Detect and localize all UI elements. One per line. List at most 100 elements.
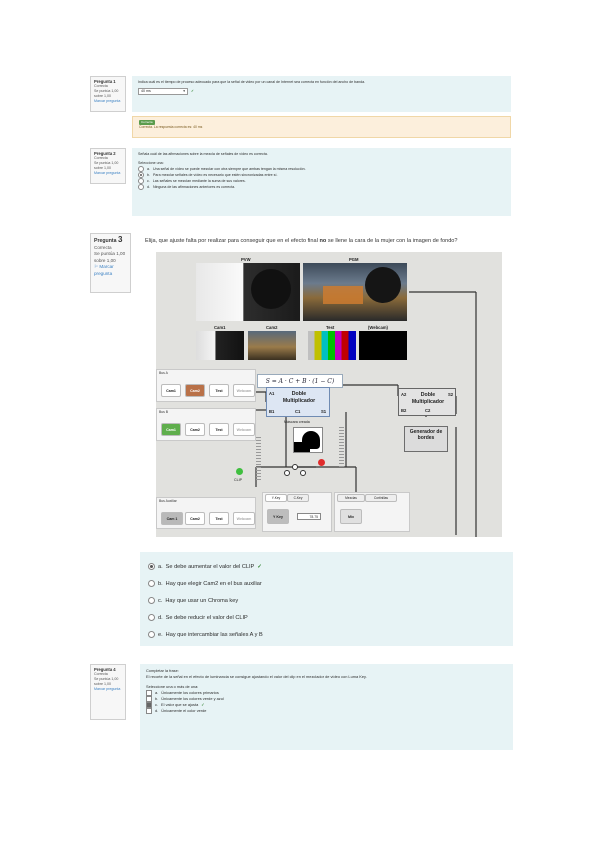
option-checkbox[interactable] — [146, 701, 152, 708]
option-letter: c. — [147, 178, 150, 183]
question-info-3: Pregunta 3 Correcta Se puntúa 1,00 sobre… — [90, 233, 131, 293]
clip-label: CLIP — [234, 478, 242, 482]
option-text: Ninguna de las afirmaciones anteriores e… — [153, 184, 236, 189]
clip-ruler-right[interactable] — [339, 427, 344, 467]
option-text: Únicamente el color verde — [161, 707, 207, 713]
question-number: Pregunta 2 — [94, 151, 116, 156]
answer-option[interactable]: c.Hay que usar un Chroma key — [148, 592, 505, 609]
flag-question-link[interactable]: Marcar pregunta — [94, 171, 121, 175]
correct-check-icon: ✓ — [191, 89, 195, 93]
bus-a-cam2-button[interactable]: Cam2 — [185, 384, 205, 397]
option-radio[interactable] — [148, 631, 155, 638]
option-radio[interactable] — [148, 597, 155, 604]
webcam-label: (Webcam) — [368, 325, 388, 330]
input-a1: A1 — [269, 391, 275, 396]
flag-question-link[interactable]: Marcar pregunta — [94, 99, 121, 103]
bus-b-webcam-button[interactable]: Webcam — [233, 423, 255, 436]
option-letter: d. — [155, 707, 159, 713]
flag-question-link[interactable]: Marcar pregunta — [94, 687, 121, 691]
option-text: Para mezclar señales de vídeo es necesar… — [153, 172, 278, 177]
pgm-monitor — [303, 263, 407, 321]
correct-badge: Correcta — [139, 120, 155, 125]
y-key-button[interactable]: Y Key — [267, 509, 289, 524]
mix-button[interactable]: Mix — [340, 509, 362, 524]
option-checkbox[interactable] — [146, 695, 152, 702]
answer-option[interactable]: c.Las señales se mezclan mediante la sum… — [138, 178, 505, 184]
tab-c-key[interactable]: C-Key — [287, 494, 309, 502]
output-s1: S1 — [321, 409, 327, 414]
tab-y-key[interactable]: Y-Key — [265, 494, 287, 502]
answer-option[interactable]: c.El valor que se ajusta✓ — [146, 701, 507, 708]
option-radio[interactable] — [148, 580, 155, 587]
cam1-label: Cam1 — [214, 325, 226, 330]
question-status: Correcta — [94, 244, 112, 250]
flag-question-label: Marcar pregunta — [94, 264, 114, 276]
answer-option[interactable]: b.Únicamente los colores verde y azul — [146, 695, 507, 702]
aux-cam1-button[interactable]: Cam 1 — [161, 512, 183, 525]
bus-a-webcam-button[interactable]: Webcam — [233, 384, 255, 397]
bus-b-cam2-button[interactable]: Cam2 — [185, 423, 205, 436]
pgm-label: PGM — [349, 257, 359, 262]
clip-ruler-left[interactable] — [256, 437, 261, 482]
answer-option[interactable]: d.Ninguna de las afirmaciones anteriores… — [138, 184, 505, 190]
option-radio[interactable] — [148, 563, 155, 570]
question-status: Correcta — [94, 156, 108, 160]
chevron-down-icon: ▾ — [183, 89, 185, 93]
key-panel: Y-Key C-Key Y Key 78.75 — [262, 492, 332, 532]
feedback-text: Correcta. La respuesta correcta es: 40 m… — [139, 125, 203, 129]
question-text-bold: no — [319, 238, 327, 244]
bus-b-panel: Bus B Cam1 Cam2 Test Webcam — [156, 408, 256, 441]
option-radio[interactable] — [138, 184, 144, 190]
mix-panel: Mezclas Cortinillas Mix — [334, 492, 410, 532]
answer-option[interactable]: e.Hay que intercambiar las señales A y B — [148, 626, 505, 643]
test-label: Test — [326, 325, 335, 330]
option-text: Se debe aumentar el valor del CLIP — [165, 563, 255, 570]
answer-options-3: a.Se debe aumentar el valor del CLIP✓b.H… — [140, 552, 513, 646]
input-c1: C1 — [295, 409, 301, 414]
tab-mezclas[interactable]: Mezclas — [337, 494, 365, 502]
answer-select-value: 40 ms — [141, 89, 151, 93]
answer-option[interactable]: a.Se debe aumentar el valor del CLIP✓ — [148, 558, 505, 575]
bus-aux-panel: Bus Auxiliar Cam 1 Cam2 Test Webcam — [156, 497, 256, 529]
bus-a-cam1-button[interactable]: Cam1 — [161, 384, 181, 397]
bus-b-cam1-button[interactable]: Cam1 — [161, 423, 181, 436]
answer-option[interactable]: a.Únicamente los colores primarios — [146, 689, 507, 696]
question-content-4: Completar la frase: El recorte de la señ… — [140, 664, 513, 750]
answer-option[interactable]: d.Únicamente el color verde — [146, 707, 507, 714]
question-info-1: Pregunta 1 Correcta Se puntúa 1,00 sobre… — [90, 76, 126, 112]
option-text: Una señal de vídeo se puede mezclar con … — [153, 166, 306, 171]
option-letter: b. — [147, 172, 150, 177]
option-radio[interactable] — [148, 614, 155, 621]
webcam-thumbnail — [359, 331, 407, 360]
aux-webcam-button[interactable]: Webcam — [233, 512, 255, 525]
clip-switch[interactable] — [284, 464, 306, 476]
clip-indicator-red — [318, 459, 325, 466]
question-number: Pregunta 1 — [94, 79, 116, 84]
bus-a-test-button[interactable]: Test — [209, 384, 229, 397]
option-radio[interactable] — [138, 172, 144, 178]
y-key-value-input[interactable]: 78.75 — [297, 513, 321, 520]
question-content-2: Señala cuál de las afirmaciones sobre la… — [132, 148, 511, 216]
answer-option[interactable]: b.Hay que elegir Cam2 en el bus auxiliar — [148, 575, 505, 592]
question-title: Completar la frase: — [146, 668, 179, 673]
aux-cam2-button[interactable]: Cam2 — [185, 512, 205, 525]
correct-check-icon: ✓ — [201, 701, 205, 707]
edge-generator-box: Generador de bordes — [404, 426, 448, 452]
bus-b-test-button[interactable]: Test — [209, 423, 229, 436]
question-info-2: Pregunta 2 Correcta Se puntúa 1,00 sobre… — [90, 148, 126, 184]
flag-question-link[interactable]: ⚐ Marcar pregunta — [94, 264, 127, 277]
answer-select[interactable]: 40 ms ▾ — [138, 88, 188, 95]
aux-test-button[interactable]: Test — [209, 512, 229, 525]
test-thumbnail — [308, 331, 356, 360]
answer-option[interactable]: d.Se debe reducir el valor del CLIP — [148, 609, 505, 626]
option-checkbox[interactable] — [146, 689, 152, 696]
question-number: 3 — [117, 235, 123, 244]
option-radio[interactable] — [138, 178, 144, 184]
option-letter: d. — [147, 184, 150, 189]
option-checkbox[interactable] — [146, 707, 152, 714]
option-text: Únicamente los colores primarios — [161, 689, 219, 695]
answer-option[interactable]: b.Para mezclar señales de vídeo es neces… — [138, 172, 505, 178]
tab-cortinillas[interactable]: Cortinillas — [365, 494, 397, 502]
input-c2: C2 — [425, 408, 431, 413]
option-text: Únicamente los colores verde y azul — [161, 695, 224, 701]
